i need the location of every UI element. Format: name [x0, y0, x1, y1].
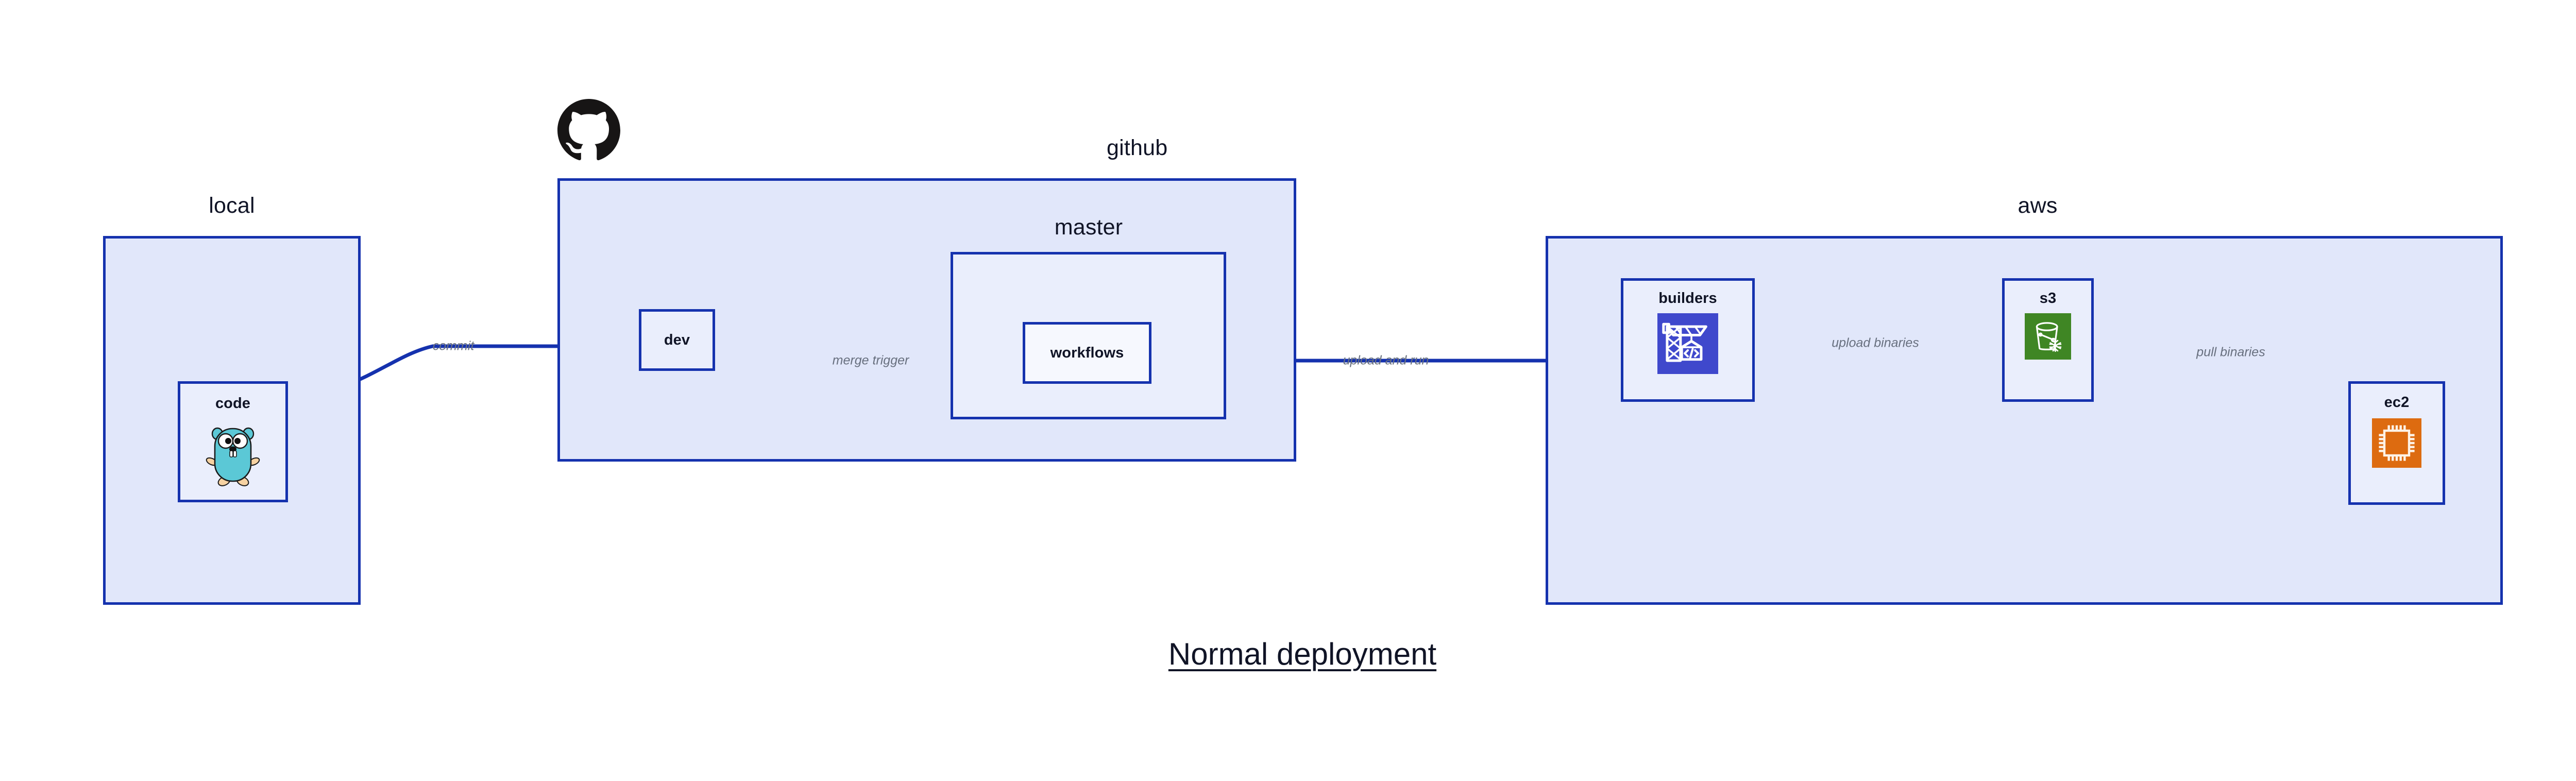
- node-ec2[interactable]: ec2: [2348, 381, 2445, 505]
- group-label-github: github: [1107, 135, 1168, 160]
- edge-label-pull-binaries: pull binaries: [2196, 345, 2265, 360]
- node-label-code: code: [215, 395, 251, 412]
- node-s3[interactable]: s3: [2002, 278, 2094, 402]
- node-code[interactable]: code: [178, 381, 288, 502]
- edge-label-upload-binaries: upload binaries: [1832, 335, 1919, 350]
- github-octocat-icon: [557, 99, 620, 164]
- go-gopher-icon: [205, 419, 261, 489]
- edge-label-merge-trigger: merge trigger: [832, 353, 909, 368]
- edge-label-commit: commit: [432, 338, 474, 353]
- group-label-local: local: [209, 193, 255, 218]
- group-label-aws: aws: [2018, 193, 2058, 218]
- group-label-master: master: [1054, 215, 1123, 240]
- node-label-ec2: ec2: [2384, 394, 2410, 411]
- aws-codebuild-icon: [1657, 313, 1718, 377]
- group-local: [103, 236, 361, 605]
- node-workflows[interactable]: workflows: [1023, 322, 1151, 384]
- node-label-builders: builders: [1658, 290, 1717, 307]
- node-dev[interactable]: dev: [639, 309, 715, 371]
- node-label-s3: s3: [2039, 290, 2057, 307]
- aws-s3-glacier-icon: [2025, 313, 2071, 362]
- edge-label-upload-and-run: upload and run: [1343, 353, 1429, 368]
- aws-ec2-chip-icon: [2372, 418, 2421, 470]
- node-label-dev: dev: [664, 331, 690, 348]
- node-label-workflows: workflows: [1050, 344, 1124, 361]
- node-builders[interactable]: builders: [1621, 278, 1755, 402]
- diagram-title: Normal deployment: [1168, 637, 1437, 671]
